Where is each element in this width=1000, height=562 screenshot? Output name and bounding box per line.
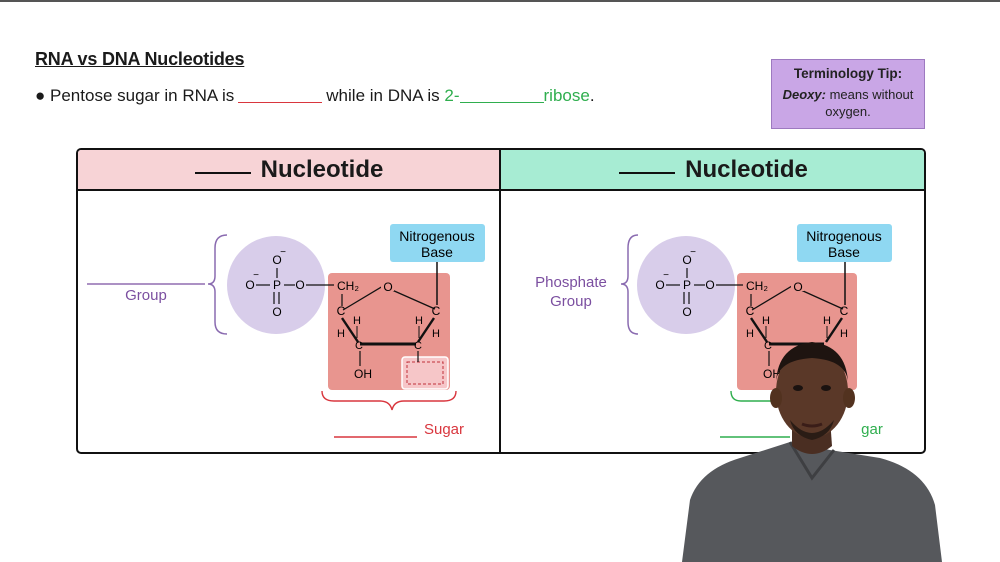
atom-c4: C (337, 304, 346, 318)
dna-header-blank (619, 171, 676, 174)
nucleotide-comparison-table: Nucleotide Nucleotide (76, 148, 926, 454)
atom-o-ring: O (383, 280, 392, 294)
svg-text:CH₂: CH₂ (746, 279, 768, 293)
svg-text:H: H (353, 315, 361, 327)
presenter-video (682, 342, 942, 562)
phosphate-brace (207, 234, 228, 335)
phosphate-label-line1: Phosphate (535, 274, 607, 291)
atom-o-bottom: O (272, 305, 281, 319)
bullet-middle: while in DNA is (326, 86, 440, 105)
svg-text:H: H (746, 328, 754, 340)
atom-o-top: O (272, 253, 281, 267)
svg-text:C: C (764, 340, 772, 352)
terminology-tip: Terminology Tip: Deoxy: means without ox… (771, 59, 925, 129)
sugar-brace (730, 390, 790, 402)
atom-ch2: CH₂ (337, 279, 359, 293)
charge-top: − (280, 247, 286, 258)
page-title: RNA vs DNA Nucleotides (35, 49, 245, 69)
bullet-marker: ● (35, 86, 46, 105)
phosphate-brace (620, 234, 639, 335)
svg-text:H: H (762, 315, 770, 327)
two-prime-blank (406, 361, 444, 385)
sugar-label: Sugar (424, 421, 464, 438)
presenter-hair (776, 342, 848, 382)
base-label-line2: Base (828, 244, 860, 260)
sugar-label: gar (861, 421, 883, 438)
svg-text:P: P (683, 278, 691, 292)
base-label-line1: Nitrogenous (399, 228, 475, 244)
svg-text:−: − (690, 247, 696, 258)
svg-text:−: − (663, 270, 669, 281)
svg-text:O: O (793, 280, 802, 294)
svg-text:H: H (337, 328, 345, 340)
atom-c3: C (355, 340, 363, 352)
presenter-shirt (682, 442, 942, 562)
two-prime-highlight (401, 356, 449, 390)
dna-header-text: Nucleotide (685, 156, 808, 183)
tip-term: Deoxy: (782, 87, 826, 102)
svg-text:C: C (746, 304, 755, 318)
phosphate-circle (637, 236, 735, 334)
panel-divider (499, 150, 501, 452)
atom-c2: C (414, 340, 422, 352)
bullet-period: . (589, 86, 595, 105)
atom-c1: C (432, 304, 441, 318)
svg-text:O: O (705, 278, 714, 292)
atom-oh: OH (354, 367, 372, 381)
tip-definition: means without oxygen. (825, 87, 914, 119)
svg-text:C: C (840, 304, 849, 318)
rna-header-blank (194, 171, 251, 174)
svg-text:H: H (823, 315, 831, 327)
svg-text:H: H (415, 315, 423, 327)
rna-header-text: Nucleotide (260, 156, 384, 183)
rna-panel-header: Nucleotide (78, 150, 500, 191)
dna-prefix: 2- (444, 86, 460, 105)
tip-title: Terminology Tip: (793, 66, 903, 81)
base-label-line1: Nitrogenous (806, 228, 882, 244)
bullet-prefix: Pentose sugar in RNA is (50, 86, 235, 105)
base-label-line2: Base (421, 244, 453, 260)
tip-body: Deoxy: means without oxygen. (772, 86, 924, 120)
svg-text:O: O (682, 253, 691, 267)
top-rule (0, 0, 1000, 2)
svg-text:O: O (655, 278, 664, 292)
phosphate-group-label: Group (125, 287, 167, 304)
atom-p: P (273, 278, 281, 292)
presenter-head (776, 346, 848, 438)
dna-sugar-blank (459, 101, 544, 103)
atom-o-right: O (295, 278, 304, 292)
charge-left: − (253, 270, 259, 281)
sugar-brace (321, 390, 457, 411)
base-box (797, 224, 892, 262)
rna-nucleotide: Group Nitrogenous Base O − O − P O O CH₂ (87, 224, 485, 438)
svg-text:H: H (840, 328, 848, 340)
phosphate-label-line2: Group (550, 293, 592, 310)
dna-panel-header: Nucleotide (501, 150, 924, 191)
phosphate-circle (227, 236, 325, 334)
base-box (390, 224, 485, 262)
svg-text:O: O (682, 305, 691, 319)
svg-text:H: H (432, 328, 440, 340)
bullet-point: ● Pentose sugar in RNA is while in DNA is… (35, 86, 595, 106)
rna-sugar-blank (238, 101, 323, 103)
atom-o-left: O (245, 278, 254, 292)
dna-suffix: ribose (543, 86, 590, 105)
